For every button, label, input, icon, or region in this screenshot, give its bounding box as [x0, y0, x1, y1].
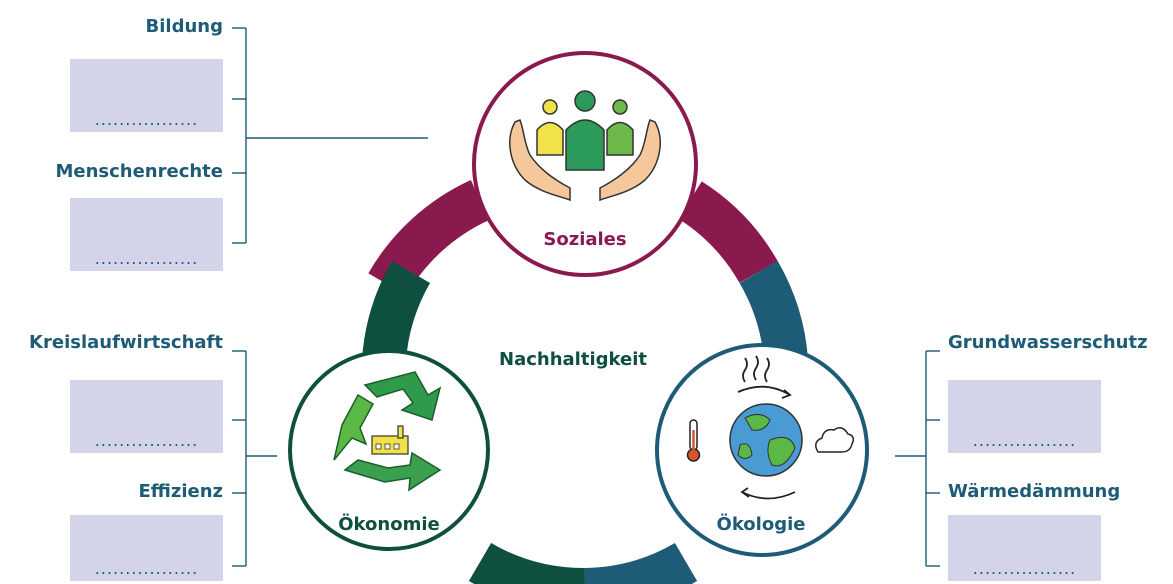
- answer-blank: .................: [972, 431, 1077, 450]
- answer-blank: .................: [94, 249, 199, 268]
- answer-box-effizienz[interactable]: .................: [70, 515, 223, 581]
- item-title-effizienz: Effizienz: [138, 481, 223, 502]
- heat-waves-icon: [742, 355, 770, 383]
- oekonomie-circle: Ökonomie: [288, 349, 490, 551]
- item-title-menschenrechte: Menschenrechte: [55, 161, 223, 182]
- answer-blank: .................: [94, 431, 199, 450]
- factory-icon: [371, 425, 409, 455]
- cloud-icon: [815, 427, 855, 453]
- left-top-connectors: [232, 27, 428, 244]
- ring-segment-soziales-right: [677, 181, 778, 284]
- answer-blank: .................: [972, 559, 1077, 578]
- answer-blank: .................: [94, 559, 199, 578]
- oekonomie-label: Ökonomie: [338, 513, 439, 535]
- ring-segment-oekologie-bottom: [584, 542, 698, 584]
- soziales-label: Soziales: [543, 229, 626, 250]
- thermometer-icon: [686, 419, 701, 462]
- center-label: Nachhaltigkeit: [499, 349, 647, 370]
- item-title-waermedaemmung: Wärmedämmung: [948, 481, 1121, 502]
- item-title-kreislaufwirtschaft: Kreislaufwirtschaft: [29, 332, 223, 353]
- people-icon: [536, 90, 634, 171]
- answer-box-menschenrechte[interactable]: .................: [70, 198, 223, 271]
- oekologie-label: Ökologie: [717, 513, 806, 535]
- ring-segment-oekonomie-bottom: [468, 542, 586, 584]
- hands-icon: [509, 119, 571, 202]
- recycle-icon: [333, 371, 442, 492]
- left-bottom-connectors: [232, 350, 277, 567]
- soziales-circle: Soziales: [472, 51, 698, 277]
- item-title-bildung: Bildung: [145, 16, 223, 37]
- globe-icon: [729, 403, 803, 477]
- answer-box-bildung[interactable]: .................: [70, 59, 223, 132]
- ring-segment-oekonomie-left: [362, 260, 431, 363]
- right-connectors: [895, 350, 940, 567]
- answer-blank: .................: [94, 110, 199, 129]
- item-title-grundwasserschutz: Grundwasserschutz: [948, 332, 1148, 353]
- oekologie-circle: Ökologie: [655, 343, 869, 557]
- answer-box-waermedaemmung[interactable]: .................: [948, 515, 1101, 581]
- answer-box-kreislaufwirtschaft[interactable]: .................: [70, 380, 223, 453]
- rotation-arrows-icon: [737, 385, 796, 500]
- answer-box-grundwasserschutz[interactable]: .................: [948, 380, 1101, 453]
